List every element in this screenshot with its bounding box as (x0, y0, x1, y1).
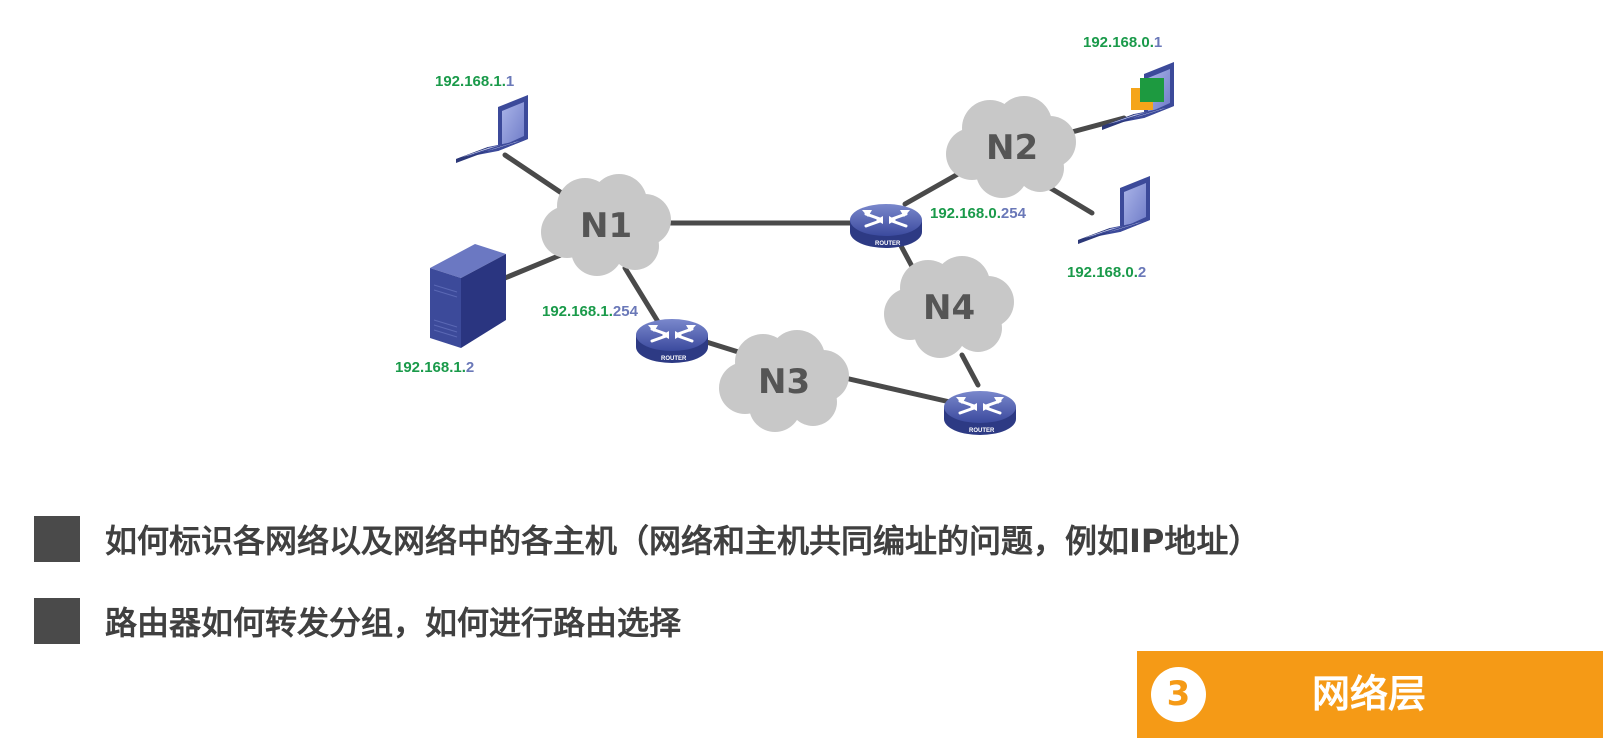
network-n1-cloud: N1 (541, 174, 671, 276)
network-n1-label: N1 (580, 206, 632, 246)
network-n2-cloud: N2 (946, 96, 1076, 198)
host-server-n1 (430, 244, 506, 348)
network-n3-label: N3 (758, 362, 810, 402)
network-n3-cloud: N3 (719, 330, 849, 432)
router-1-label: ROUTER (661, 356, 687, 362)
green-marker-icon (1140, 78, 1164, 102)
bullet-square-icon (34, 598, 80, 644)
link-n1-router1 (622, 265, 663, 328)
link-router3-n4 (959, 352, 981, 388)
host-laptop-n2-a (1101, 61, 1175, 131)
router-2-label: ROUTER (875, 241, 901, 247)
router-1: ROUTER (634, 317, 710, 365)
host-laptop-n1 (455, 94, 529, 164)
bullet-square-icon (34, 516, 80, 562)
bullet-text-addressing: 如何标识各网络以及网络中的各主机（网络和主机共同编址的问题，例如IP地址） (105, 522, 1261, 560)
network-n2-label: N2 (986, 128, 1038, 168)
bullet-text-routing: 路由器如何转发分组，如何进行路由选择 (105, 604, 682, 642)
layer-banner: 3 网络层 (1137, 651, 1603, 738)
network-topology-diagram: N1 N2 N3 N4 ROUTER ROUTER ROUTER (395, 34, 1175, 437)
ip-label-laptop-n1: 192.168.1.1 (435, 73, 514, 90)
ip-label-server-n1: 192.168.1.2 (395, 359, 474, 376)
network-n4-label: N4 (923, 288, 975, 328)
bullet-item-addressing: 如何标识各网络以及网络中的各主机（网络和主机共同编址的问题，例如IP地址） (34, 516, 1260, 562)
router-2: ROUTER (848, 202, 924, 250)
link-n2-laptop1 (1069, 115, 1127, 135)
ip-label-router-n1: 192.168.1.254 (542, 303, 639, 320)
router-3-label: ROUTER (969, 428, 995, 434)
layer-title: 网络层 (1312, 672, 1427, 716)
link-router2-n2 (902, 171, 961, 207)
ip-label-laptop-n2-b: 192.168.0.2 (1067, 264, 1146, 281)
ip-label-router-n2: 192.168.0.254 (930, 205, 1027, 222)
network-n4-cloud: N4 (884, 256, 1014, 358)
ip-label-laptop-n2-a: 192.168.0.1 (1083, 34, 1162, 51)
link-n1-server (502, 249, 571, 281)
router-3: ROUTER (942, 389, 1018, 437)
laptop-icon (455, 94, 529, 164)
layer-number-badge: 3 (1151, 667, 1206, 722)
link-n3-router3 (842, 375, 953, 405)
bullet-item-routing: 路由器如何转发分组，如何进行路由选择 (34, 598, 681, 644)
